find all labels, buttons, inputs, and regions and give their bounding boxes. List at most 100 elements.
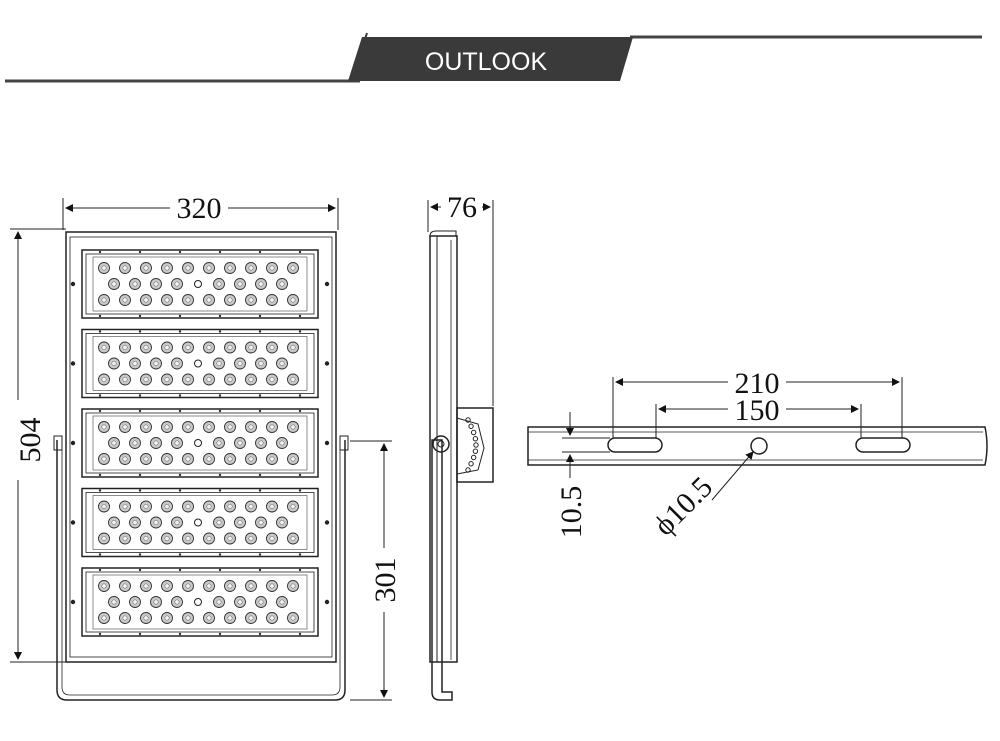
led-core (101, 377, 107, 382)
screw-dot (258, 568, 262, 572)
screw-dot (258, 553, 262, 556)
screw-dot (178, 632, 182, 636)
led-core (143, 297, 149, 303)
angle-scale-dots (465, 417, 479, 473)
mounting-slot-left (607, 437, 663, 453)
led-core (237, 281, 243, 287)
led-core (206, 504, 212, 509)
led-core (143, 504, 149, 509)
screw-dot (218, 473, 222, 477)
led-core (206, 265, 212, 271)
screw-dot (298, 489, 302, 492)
led-core (143, 377, 149, 382)
led-core (269, 504, 275, 509)
dimension-bracket-height-label: 301 (369, 558, 402, 603)
led-core (164, 345, 170, 350)
screw-dot (218, 330, 222, 333)
led-core (143, 345, 149, 350)
screw-dot (258, 250, 262, 254)
dimension-height-label: 504 (14, 418, 47, 463)
led-core (248, 615, 254, 621)
screw-dot (298, 314, 302, 318)
dimension-height: 504 (10, 228, 66, 663)
led-core (185, 536, 191, 541)
screw-dot (218, 250, 222, 254)
led-core (185, 583, 191, 589)
screw-dot (218, 553, 222, 556)
screw-dot (138, 394, 142, 397)
screw-dot (98, 314, 102, 318)
led-core (279, 440, 285, 446)
led-module-frame (81, 249, 319, 319)
led-module-frame (81, 408, 319, 478)
screw-dot (98, 394, 102, 397)
led-core (258, 361, 264, 366)
led-core (248, 424, 254, 430)
led-core (227, 377, 233, 382)
led-core (111, 440, 117, 446)
screw-dot (298, 250, 302, 254)
led-core (206, 345, 212, 350)
screw-dot (298, 553, 302, 556)
led-lens-panel (92, 256, 308, 312)
led-core (174, 599, 180, 605)
led-core (143, 424, 149, 430)
front-view (53, 231, 349, 701)
angle-dot (465, 417, 471, 423)
led-core (258, 520, 264, 525)
dimension-depth: 76 (427, 191, 494, 406)
led-core (248, 297, 254, 303)
screw-dot (258, 489, 262, 492)
screw-dot (298, 394, 302, 397)
screw-dot (178, 409, 182, 413)
led-lens-panel (92, 495, 308, 550)
led-core (132, 520, 138, 525)
led-core (122, 265, 128, 271)
screw (70, 440, 76, 446)
led-core (248, 536, 254, 541)
screw (70, 520, 76, 525)
led-core (227, 536, 233, 541)
led-module-frame (81, 487, 319, 558)
screw (324, 281, 330, 287)
led-core (143, 265, 149, 271)
led-core (290, 345, 296, 350)
led-core (174, 520, 180, 525)
led-core (227, 265, 233, 271)
screw-dot (138, 473, 142, 477)
led-core (248, 265, 254, 271)
led-core (111, 281, 117, 287)
screw (70, 281, 76, 287)
angle-dot (470, 429, 477, 436)
screw-dot (258, 394, 262, 397)
led-core (185, 377, 191, 382)
led-core (227, 583, 233, 589)
screw (324, 520, 330, 525)
led-core (258, 440, 264, 446)
screw-dot (138, 568, 142, 572)
mounting-slot-right (855, 437, 911, 453)
led-core (174, 281, 180, 287)
led-core (290, 424, 296, 430)
screw-dot (178, 553, 182, 556)
screw-dot (218, 489, 222, 492)
dimension-slot-width-label: 10.5 (555, 486, 588, 539)
led-lens-panel (92, 336, 308, 391)
led-core (206, 297, 212, 303)
led-core (101, 456, 107, 462)
screw-dot (258, 473, 262, 477)
led-core (101, 536, 107, 541)
led-core (185, 615, 191, 621)
led-core (279, 361, 285, 366)
led-core (290, 265, 296, 271)
led-core (269, 583, 275, 589)
led-core (185, 504, 191, 509)
led-core (290, 536, 296, 541)
screw-dot (178, 314, 182, 318)
led-core (206, 583, 212, 589)
led-core (185, 345, 191, 350)
screw-dot (138, 330, 142, 333)
led-core (101, 345, 107, 350)
led-core (132, 281, 138, 287)
